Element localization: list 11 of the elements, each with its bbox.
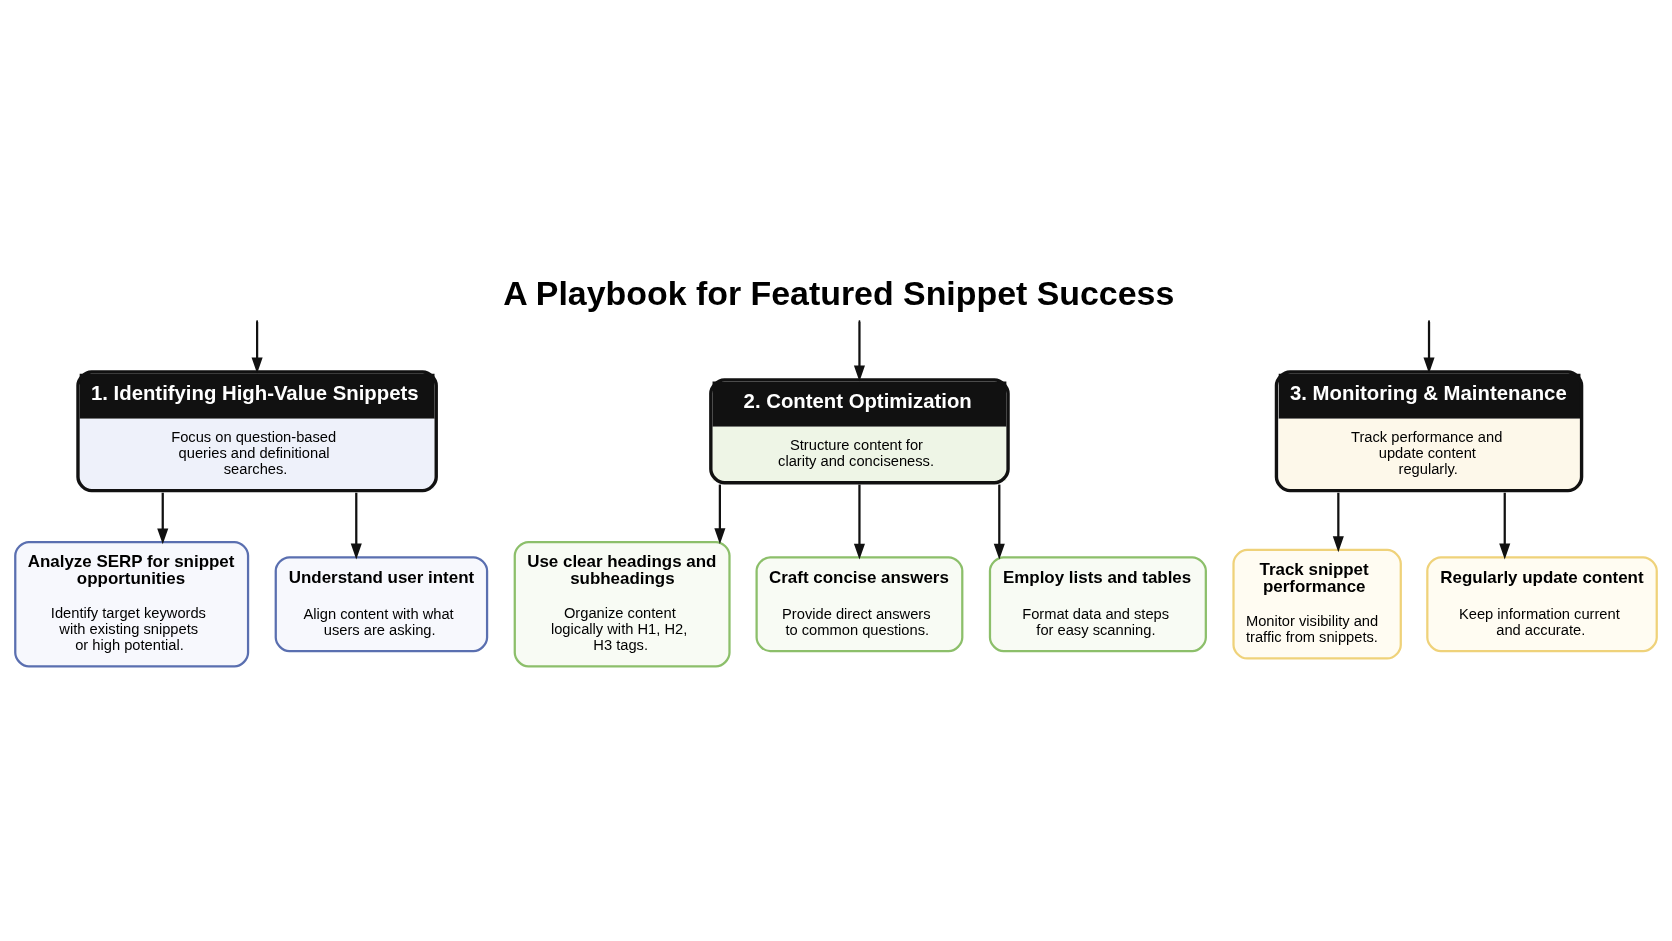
arrow [157, 492, 169, 544]
arrow [251, 321, 263, 373]
arrow [853, 321, 865, 381]
arrow [350, 492, 362, 559]
arrow [1499, 492, 1511, 559]
arrow [993, 484, 1005, 559]
arrow [1332, 492, 1344, 552]
arrow [853, 484, 865, 559]
diagram-title: A Playbook for Featured Snippet Success [503, 273, 1175, 312]
arrow [714, 484, 726, 544]
arrow [1423, 321, 1435, 373]
